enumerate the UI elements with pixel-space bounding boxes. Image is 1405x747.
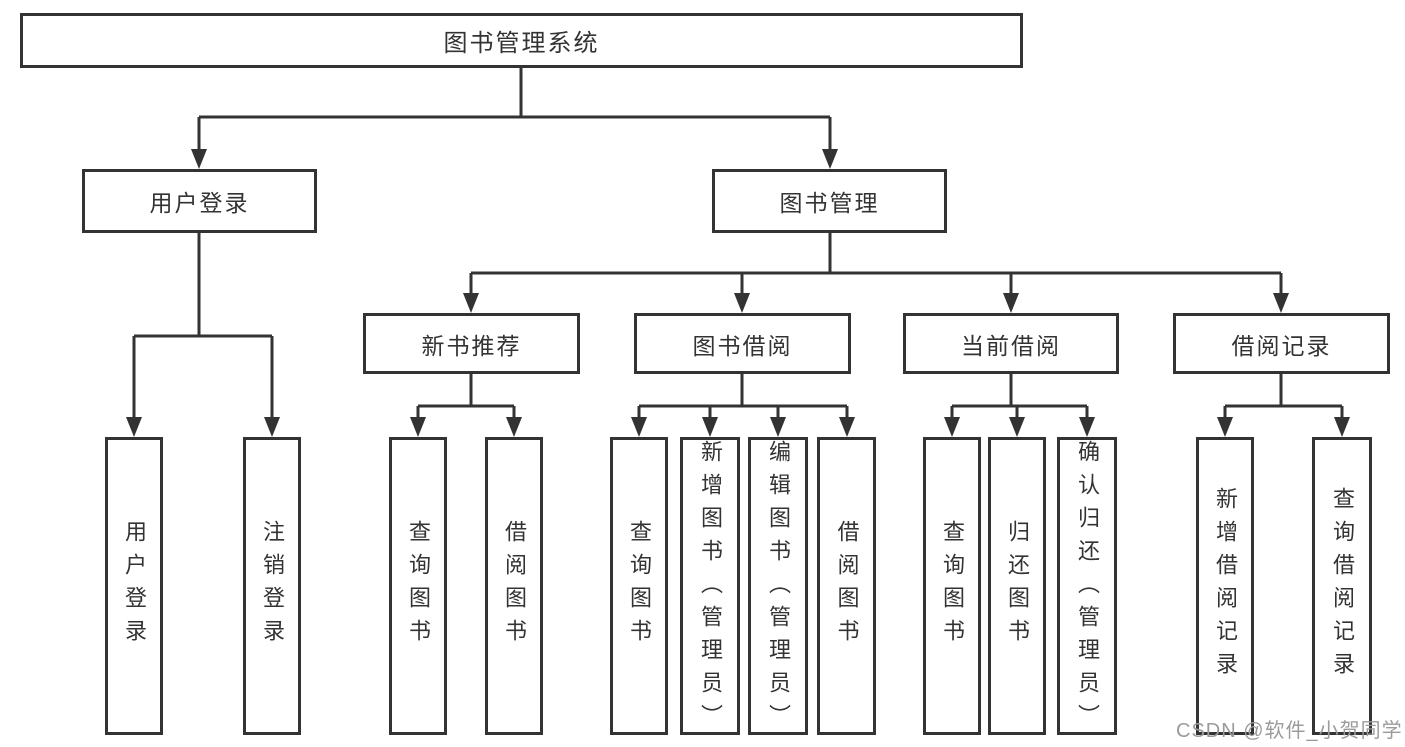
leaf-current-query-books: 查询图书 [923,437,981,735]
leaf-borrow-query-books-label: 查询图书 [627,520,652,652]
leaf-borrow-add-books-admin-label: 新增图书（管理员） [698,440,723,737]
leaf-current-query-books-label: 查询图书 [940,520,965,652]
leaf-borrow-borrow-books: 借阅图书 [817,437,876,735]
leaf-borrow-add-books-admin: 新增图书（管理员） [680,437,740,737]
leaf-logout: 注销登录 [243,437,301,735]
watermark: CSDN @软件_小贺同学 [1176,720,1403,742]
node-book-management: 图书管理 [712,169,947,233]
node-root-library-system: 图书管理系统 [20,13,1023,68]
node-current-borrow: 当前借阅 [903,313,1119,374]
leaf-borrow-query-books: 查询图书 [610,437,668,735]
leaf-newbook-borrow-books: 借阅图书 [485,437,543,735]
leaf-user-login: 用户登录 [105,437,163,735]
leaf-borrow-borrow-books-label: 借阅图书 [834,520,860,652]
leaf-current-confirm-return-admin-label: 确认归还（管理员） [1075,440,1100,737]
leaf-borrow-edit-books-admin-label: 编辑图书（管理员） [766,440,791,737]
leaf-records-query-record-label: 查询借阅记录 [1330,487,1355,685]
leaf-records-add-record: 新增借阅记录 [1196,437,1254,735]
leaf-newbook-borrow-books-label: 借阅图书 [502,520,527,652]
leaf-logout-label: 注销登录 [260,520,285,652]
node-user-login: 用户登录 [82,169,317,233]
leaf-borrow-edit-books-admin: 编辑图书（管理员） [748,437,808,737]
leaf-current-return-books-label: 归还图书 [1005,520,1030,652]
leaf-current-confirm-return-admin: 确认归还（管理员） [1057,437,1117,737]
node-borrow-records: 借阅记录 [1173,313,1390,374]
leaf-newbook-query-books-label: 查询图书 [406,520,431,652]
leaf-current-return-books: 归还图书 [988,437,1046,735]
node-book-borrow: 图书借阅 [634,313,851,374]
leaf-newbook-query-books: 查询图书 [389,437,447,735]
leaf-user-login-label: 用户登录 [122,520,147,652]
node-new-book-recommend: 新书推荐 [363,313,580,374]
leaf-records-add-record-label: 新增借阅记录 [1213,487,1238,685]
leaf-records-query-record: 查询借阅记录 [1312,437,1372,735]
